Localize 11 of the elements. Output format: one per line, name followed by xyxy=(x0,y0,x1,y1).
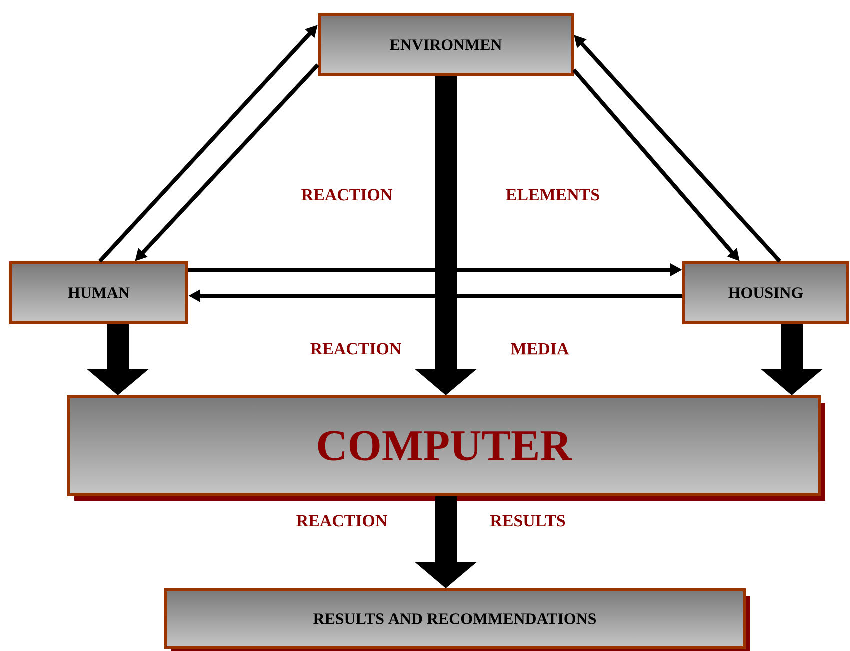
process-box: RESULTS AND RECOMMENDATIONS xyxy=(164,588,750,651)
process-box: HUMAN xyxy=(10,262,188,324)
flow-label: REACTION xyxy=(310,343,402,355)
process-box: COMPUTER xyxy=(67,396,826,501)
flow-label: REACTION xyxy=(302,189,392,201)
process-box: HOUSING xyxy=(682,262,850,324)
flow-label: REACTION xyxy=(296,515,388,527)
flow-label: ELEMENTS xyxy=(506,189,600,201)
process-box: ENVIRONMEN xyxy=(318,14,574,76)
flow-label: RESULTS xyxy=(490,515,566,527)
flow-label: MEDIA xyxy=(511,343,570,355)
